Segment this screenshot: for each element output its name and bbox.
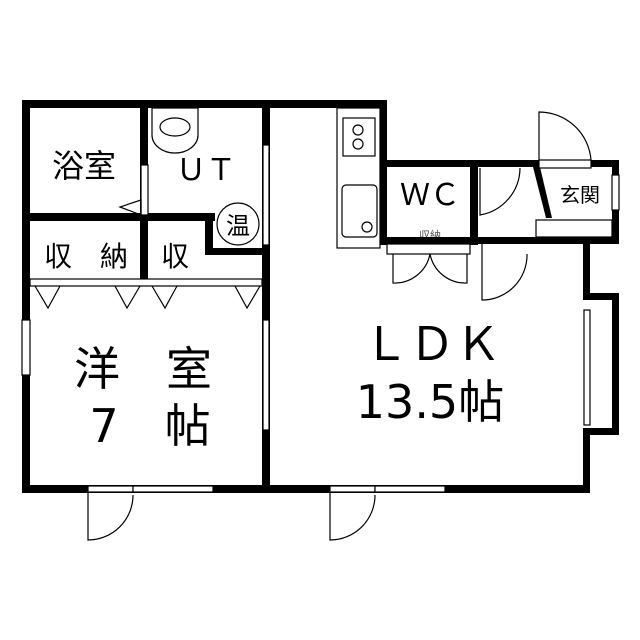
windows-doors bbox=[21, 111, 620, 541]
label-western-size: 7 帖 bbox=[89, 399, 210, 453]
fixtures bbox=[151, 107, 381, 249]
label-wc: ＷＣ bbox=[400, 178, 460, 213]
label-closet-left: 収 納 bbox=[44, 240, 128, 273]
label-closet-hall: 収納 bbox=[419, 229, 441, 242]
walls bbox=[22, 100, 619, 493]
label-closet-small: 収 bbox=[161, 240, 189, 273]
label-western-room: 洋 室 bbox=[74, 342, 212, 396]
label-entrance: 玄関 bbox=[560, 183, 600, 207]
label-water-heater: 温 bbox=[226, 212, 250, 240]
label-bath: 浴室 bbox=[52, 147, 116, 185]
label-ldk: ＬＤＫ bbox=[363, 317, 501, 371]
room-labels: 浴室 ＵＴ 温 収 納 収 洋 室 7 帖 ＬＤＫ 13.5帖 ＷＣ 玄関 収納 bbox=[44, 147, 600, 453]
label-utility: ＵＴ bbox=[176, 153, 236, 188]
label-ldk-size: 13.5帖 bbox=[356, 375, 504, 429]
